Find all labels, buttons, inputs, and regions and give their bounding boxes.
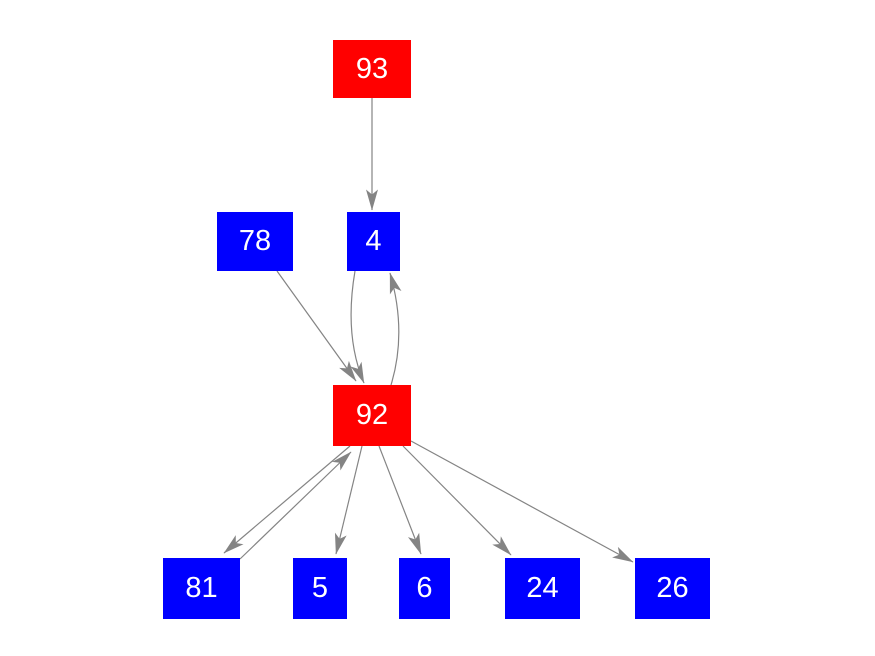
edge-81-to-92 bbox=[239, 451, 352, 560]
node-label: 24 bbox=[526, 572, 559, 604]
node-26[interactable]: 26 bbox=[635, 558, 710, 619]
node-81[interactable]: 81 bbox=[163, 558, 240, 619]
node-label: 26 bbox=[656, 572, 689, 604]
node-label: 4 bbox=[365, 225, 382, 257]
edge-92-to-5 bbox=[334, 445, 363, 555]
edge-92-to-26 bbox=[410, 440, 634, 563]
edge-78-to-92 bbox=[276, 270, 357, 382]
node-label: 81 bbox=[185, 572, 218, 604]
edge-92-to-24 bbox=[402, 445, 512, 556]
node-93[interactable]: 93 bbox=[333, 40, 411, 98]
edge-92-to-4 bbox=[389, 272, 402, 386]
node-label: 6 bbox=[416, 572, 433, 604]
edge-92-to-81 bbox=[223, 445, 351, 554]
node-24[interactable]: 24 bbox=[505, 558, 580, 619]
edge-92-to-6 bbox=[378, 445, 422, 555]
node-4[interactable]: 4 bbox=[347, 212, 400, 271]
edge-4-to-92 bbox=[350, 270, 365, 384]
node-92[interactable]: 92 bbox=[333, 385, 411, 446]
node-78[interactable]: 78 bbox=[217, 212, 293, 271]
node-label: 5 bbox=[311, 572, 329, 604]
node-label: 92 bbox=[355, 399, 389, 431]
node-5[interactable]: 5 bbox=[293, 558, 347, 619]
node-label: 78 bbox=[238, 225, 272, 257]
node-label: 93 bbox=[355, 52, 389, 85]
node-6[interactable]: 6 bbox=[399, 558, 450, 619]
